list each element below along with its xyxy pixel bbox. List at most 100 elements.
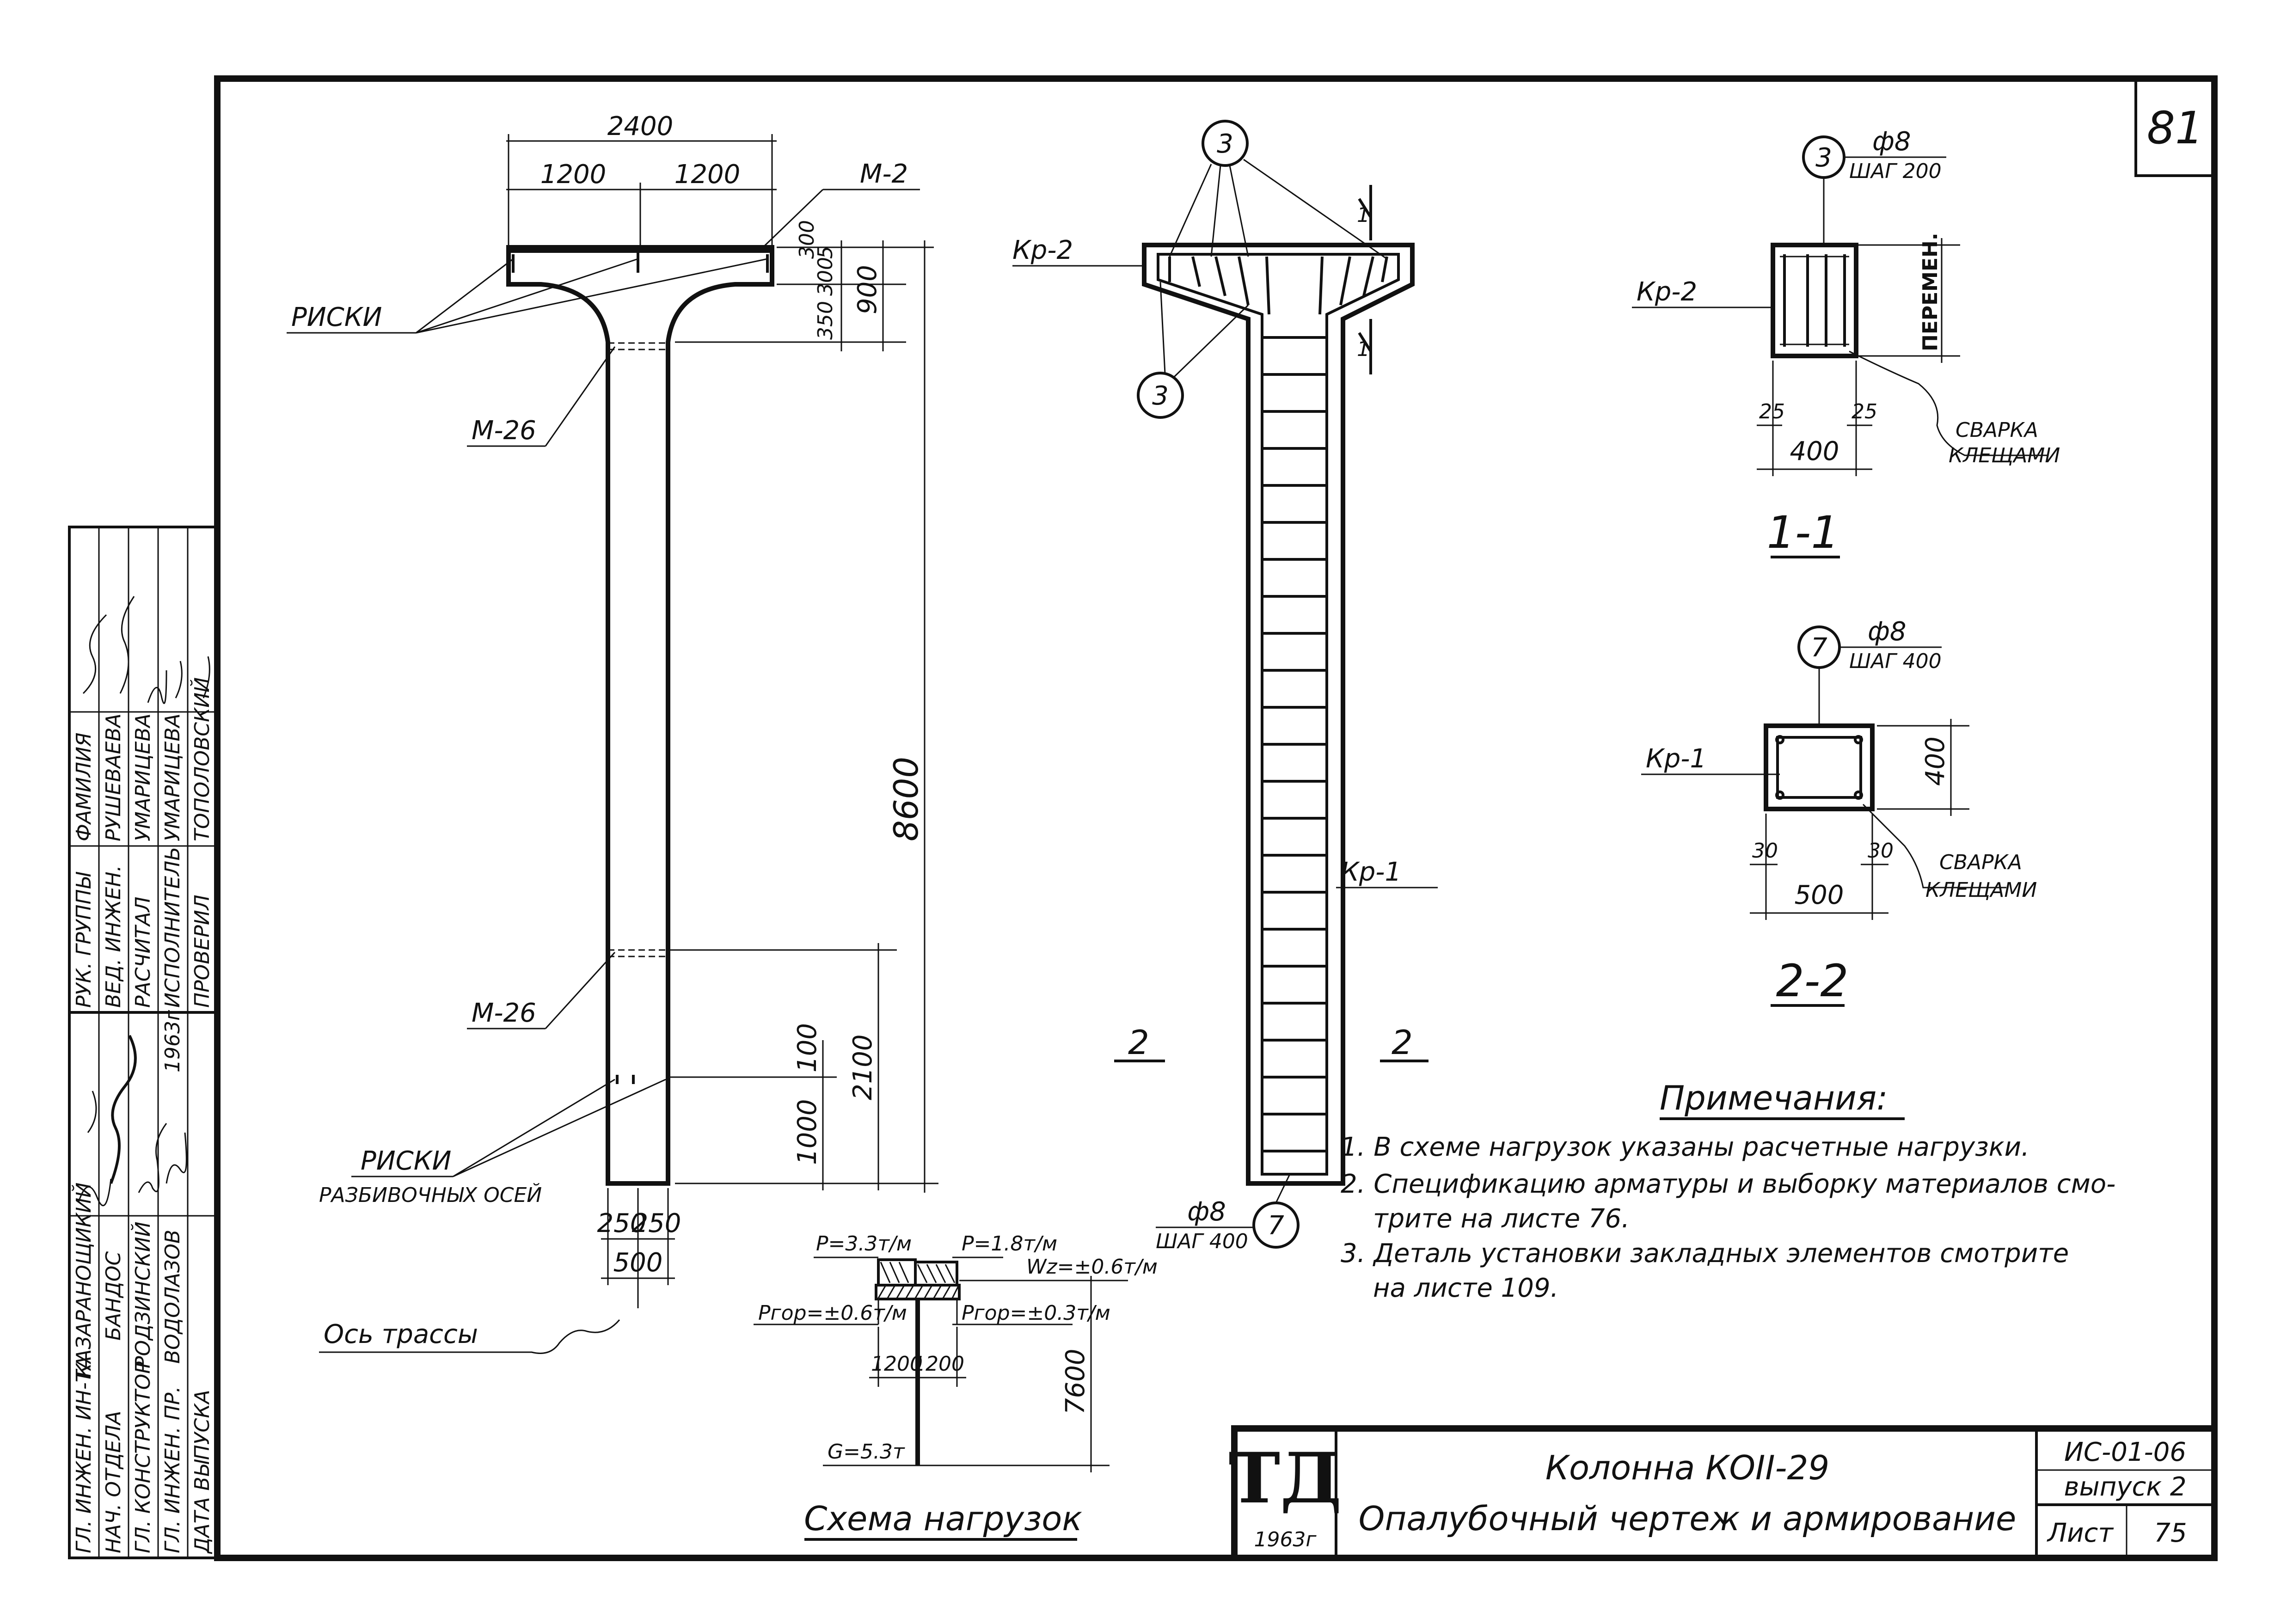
notes: Примечания: 1. В схеме нагрузок указаны … bbox=[1341, 1079, 2115, 1303]
frame: 81 bbox=[214, 75, 2218, 1561]
label-riski-top: РИСКИ bbox=[291, 302, 382, 332]
reinforced-outline bbox=[1142, 243, 1415, 1186]
title-block-border bbox=[1231, 1425, 2218, 1561]
svg-text:3: 3 bbox=[1815, 143, 1832, 173]
section-11-kr2: Кр-2 bbox=[1637, 277, 1697, 307]
stamp-role-4: ГЛ. ИНЖЕН. ПР. bbox=[161, 1386, 184, 1553]
note-line-2: 2. Спецификацию арматуры и выборку матер… bbox=[1341, 1169, 2115, 1199]
note-line-5: на листе 109. bbox=[1373, 1273, 1558, 1303]
section-11-dim-400: 400 bbox=[1790, 436, 1839, 466]
sheet-number: 75 bbox=[2154, 1518, 2187, 1548]
dim-height: 8600 bbox=[887, 757, 926, 841]
reinforcement-view: Кр-2 Кр-1 3 3 7 ф8 ШАГ 400 1 1 2 2 bbox=[1012, 120, 1438, 1253]
stamp-group-role-1: РУК. ГРУППЫ bbox=[72, 871, 96, 1008]
stamp-group-name-4: ТОПОЛОВСКИЙ bbox=[190, 677, 214, 841]
dim-250-right: 250 bbox=[632, 1208, 681, 1238]
dim-2100: 2100 bbox=[848, 1034, 878, 1100]
section-22-dim-30-left: 30 bbox=[1752, 839, 1778, 863]
sheet-label: Лист bbox=[2047, 1518, 2114, 1548]
section-11-step: ШАГ 200 bbox=[1849, 159, 1942, 183]
label-riski-bottom: РИСКИ bbox=[361, 1146, 451, 1176]
column-elevation: 2400 1200 1200 М-2 РИСКИ М-26 М-26 5 300… bbox=[287, 111, 938, 1354]
section-1-1: 3 ф8 ШАГ 200 Кр-2 ПЕРЕМЕН. 25 25 400 СВА… bbox=[1632, 127, 2060, 558]
label-kr1: Кр-1 bbox=[1341, 857, 1401, 887]
stamp-group-role-2: ВЕД. ИНЖЕН. bbox=[102, 865, 125, 1008]
label-riski-bottom-sub: РАЗБИВОЧНЫХ ОСЕЙ bbox=[319, 1183, 542, 1207]
section-11-weld-sub: КЛЕЩАМИ bbox=[1949, 444, 2060, 467]
section-11-dim-25-right: 25 bbox=[1852, 400, 1877, 423]
cut-1-bottom: 1 bbox=[1357, 337, 1370, 361]
sheet-corner-number: 81 bbox=[2147, 102, 2203, 154]
stamp-group-role-3: РАСЧИТАЛ bbox=[131, 897, 155, 1008]
dim-1000: 1000 bbox=[792, 1099, 822, 1165]
dim-500: 500 bbox=[613, 1248, 663, 1278]
load-dim-1200-right: 1200 bbox=[913, 1352, 964, 1376]
section-11-weld: СВАРКА bbox=[1956, 418, 2038, 442]
marker-3-side bbox=[1137, 372, 1184, 419]
load-dim-1200-left: 1200 bbox=[871, 1352, 923, 1376]
dim-total-width: 2400 bbox=[607, 111, 674, 141]
corner-number-box bbox=[2134, 77, 2216, 177]
title-line-2: Опалубочный чертеж и армирование bbox=[1359, 1499, 2017, 1538]
note-line-4: 3. Деталь установки закладных элементов … bbox=[1341, 1238, 2069, 1269]
section-11-outline bbox=[1771, 243, 1858, 358]
load-p-hor-right: Pгор=±0.3т/м bbox=[962, 1301, 1110, 1325]
stamp-year: 1963г bbox=[161, 1010, 184, 1072]
note-line-1: 1. В схеме нагрузок указаны расчетные на… bbox=[1341, 1132, 2029, 1162]
stamp-group-name-3: УМАРИЦЕВА bbox=[161, 713, 184, 841]
dim-350: 350 bbox=[814, 301, 837, 340]
dim-left-half: 1200 bbox=[540, 159, 607, 190]
cut-2-left: 2 bbox=[1128, 1023, 1149, 1062]
stamp-group-header: ФАМИЛИЯ bbox=[72, 733, 96, 841]
label-m2: М-2 bbox=[860, 159, 908, 189]
section-22-weld-sub: КЛЕЩАМИ bbox=[1925, 878, 2037, 902]
section-2-2: 7 ф8 ШАГ 400 Кр-1 400 30 30 500 СВАРКА К… bbox=[1641, 617, 2037, 1007]
cut-2-right: 2 bbox=[1392, 1023, 1413, 1062]
section-22-dim-400: 400 bbox=[1920, 736, 1950, 786]
stamp-role-1: ГЛ. ИНЖЕН. ИН-ТА bbox=[72, 1356, 96, 1553]
dim-250-left: 250 bbox=[597, 1208, 647, 1238]
outer-frame bbox=[214, 75, 2218, 1561]
load-p-left: P=3.3т/м bbox=[816, 1232, 912, 1256]
dim-100: 100 bbox=[792, 1023, 822, 1072]
stamp-role-3: ГЛ. КОНСТРУКТОР bbox=[131, 1361, 155, 1553]
section-22-title: 2-2 bbox=[1776, 955, 1849, 1007]
stamp-name-4: ВОДОЛАЗОВ bbox=[161, 1230, 184, 1364]
side-stamp: ГЛ. ИНЖЕН. ИН-ТА НАЧ. ОТДЕЛА ГЛ. КОНСТРУ… bbox=[68, 526, 219, 1559]
stamp-name-3: РОДЗИНСКИЙ bbox=[130, 1221, 155, 1368]
dim-5: 5 bbox=[814, 246, 837, 259]
cut-1-top: 1 bbox=[1357, 203, 1370, 227]
load-p-right: P=1.8т/м bbox=[962, 1232, 1057, 1256]
dim-900: 900 bbox=[852, 265, 883, 314]
note-line-3: трите на листе 76. bbox=[1373, 1204, 1630, 1234]
stamp-role-5: ДАТА ВЫПУСКА bbox=[190, 1390, 214, 1554]
load-p-hor-left: Pгор=±0.6т/м bbox=[758, 1301, 907, 1325]
dim-300-b: 300 bbox=[795, 220, 819, 259]
svg-text:3: 3 bbox=[1152, 381, 1169, 411]
svg-text:3: 3 bbox=[1217, 129, 1233, 159]
issue: выпуск 2 bbox=[2064, 1472, 2186, 1502]
section-22-dim-500: 500 bbox=[1795, 880, 1844, 910]
label-m26-bottom: М-26 bbox=[472, 998, 536, 1028]
stamp-group-role-4: ИСПОЛНИТЕЛЬ bbox=[161, 847, 184, 1008]
label-axis: Ось трассы bbox=[324, 1319, 478, 1349]
svg-text:7: 7 bbox=[1811, 633, 1827, 663]
section-22-dim-30-right: 30 bbox=[1868, 839, 1894, 863]
bar-note-step: ШАГ 400 bbox=[1156, 1230, 1248, 1253]
bar-note-dia: ф8 bbox=[1187, 1197, 1226, 1227]
stamp-group-role-5: ПРОВЕРИЛ bbox=[190, 895, 214, 1008]
stamp-group-name-2: УМАРИЦЕВА bbox=[131, 713, 155, 841]
label-m26-top: М-26 bbox=[472, 416, 536, 446]
label-kr2: Кр-2 bbox=[1012, 235, 1073, 265]
title-block: ТД 1963г Колонна КОII-29 Опалубочный чер… bbox=[1229, 1425, 2218, 1561]
stamp-role-2: НАЧ. ОТДЕЛА bbox=[102, 1411, 125, 1553]
svg-text:7: 7 bbox=[1268, 1211, 1284, 1241]
load-scheme-title: Схема нагрузок bbox=[804, 1499, 1082, 1538]
section-22-dia: ф8 bbox=[1868, 617, 1907, 647]
signatures bbox=[78, 596, 210, 1207]
title-line-1: Колонна КОII-29 bbox=[1545, 1448, 1829, 1487]
title-year: 1963г bbox=[1254, 1528, 1317, 1551]
column-outline bbox=[506, 245, 774, 1186]
